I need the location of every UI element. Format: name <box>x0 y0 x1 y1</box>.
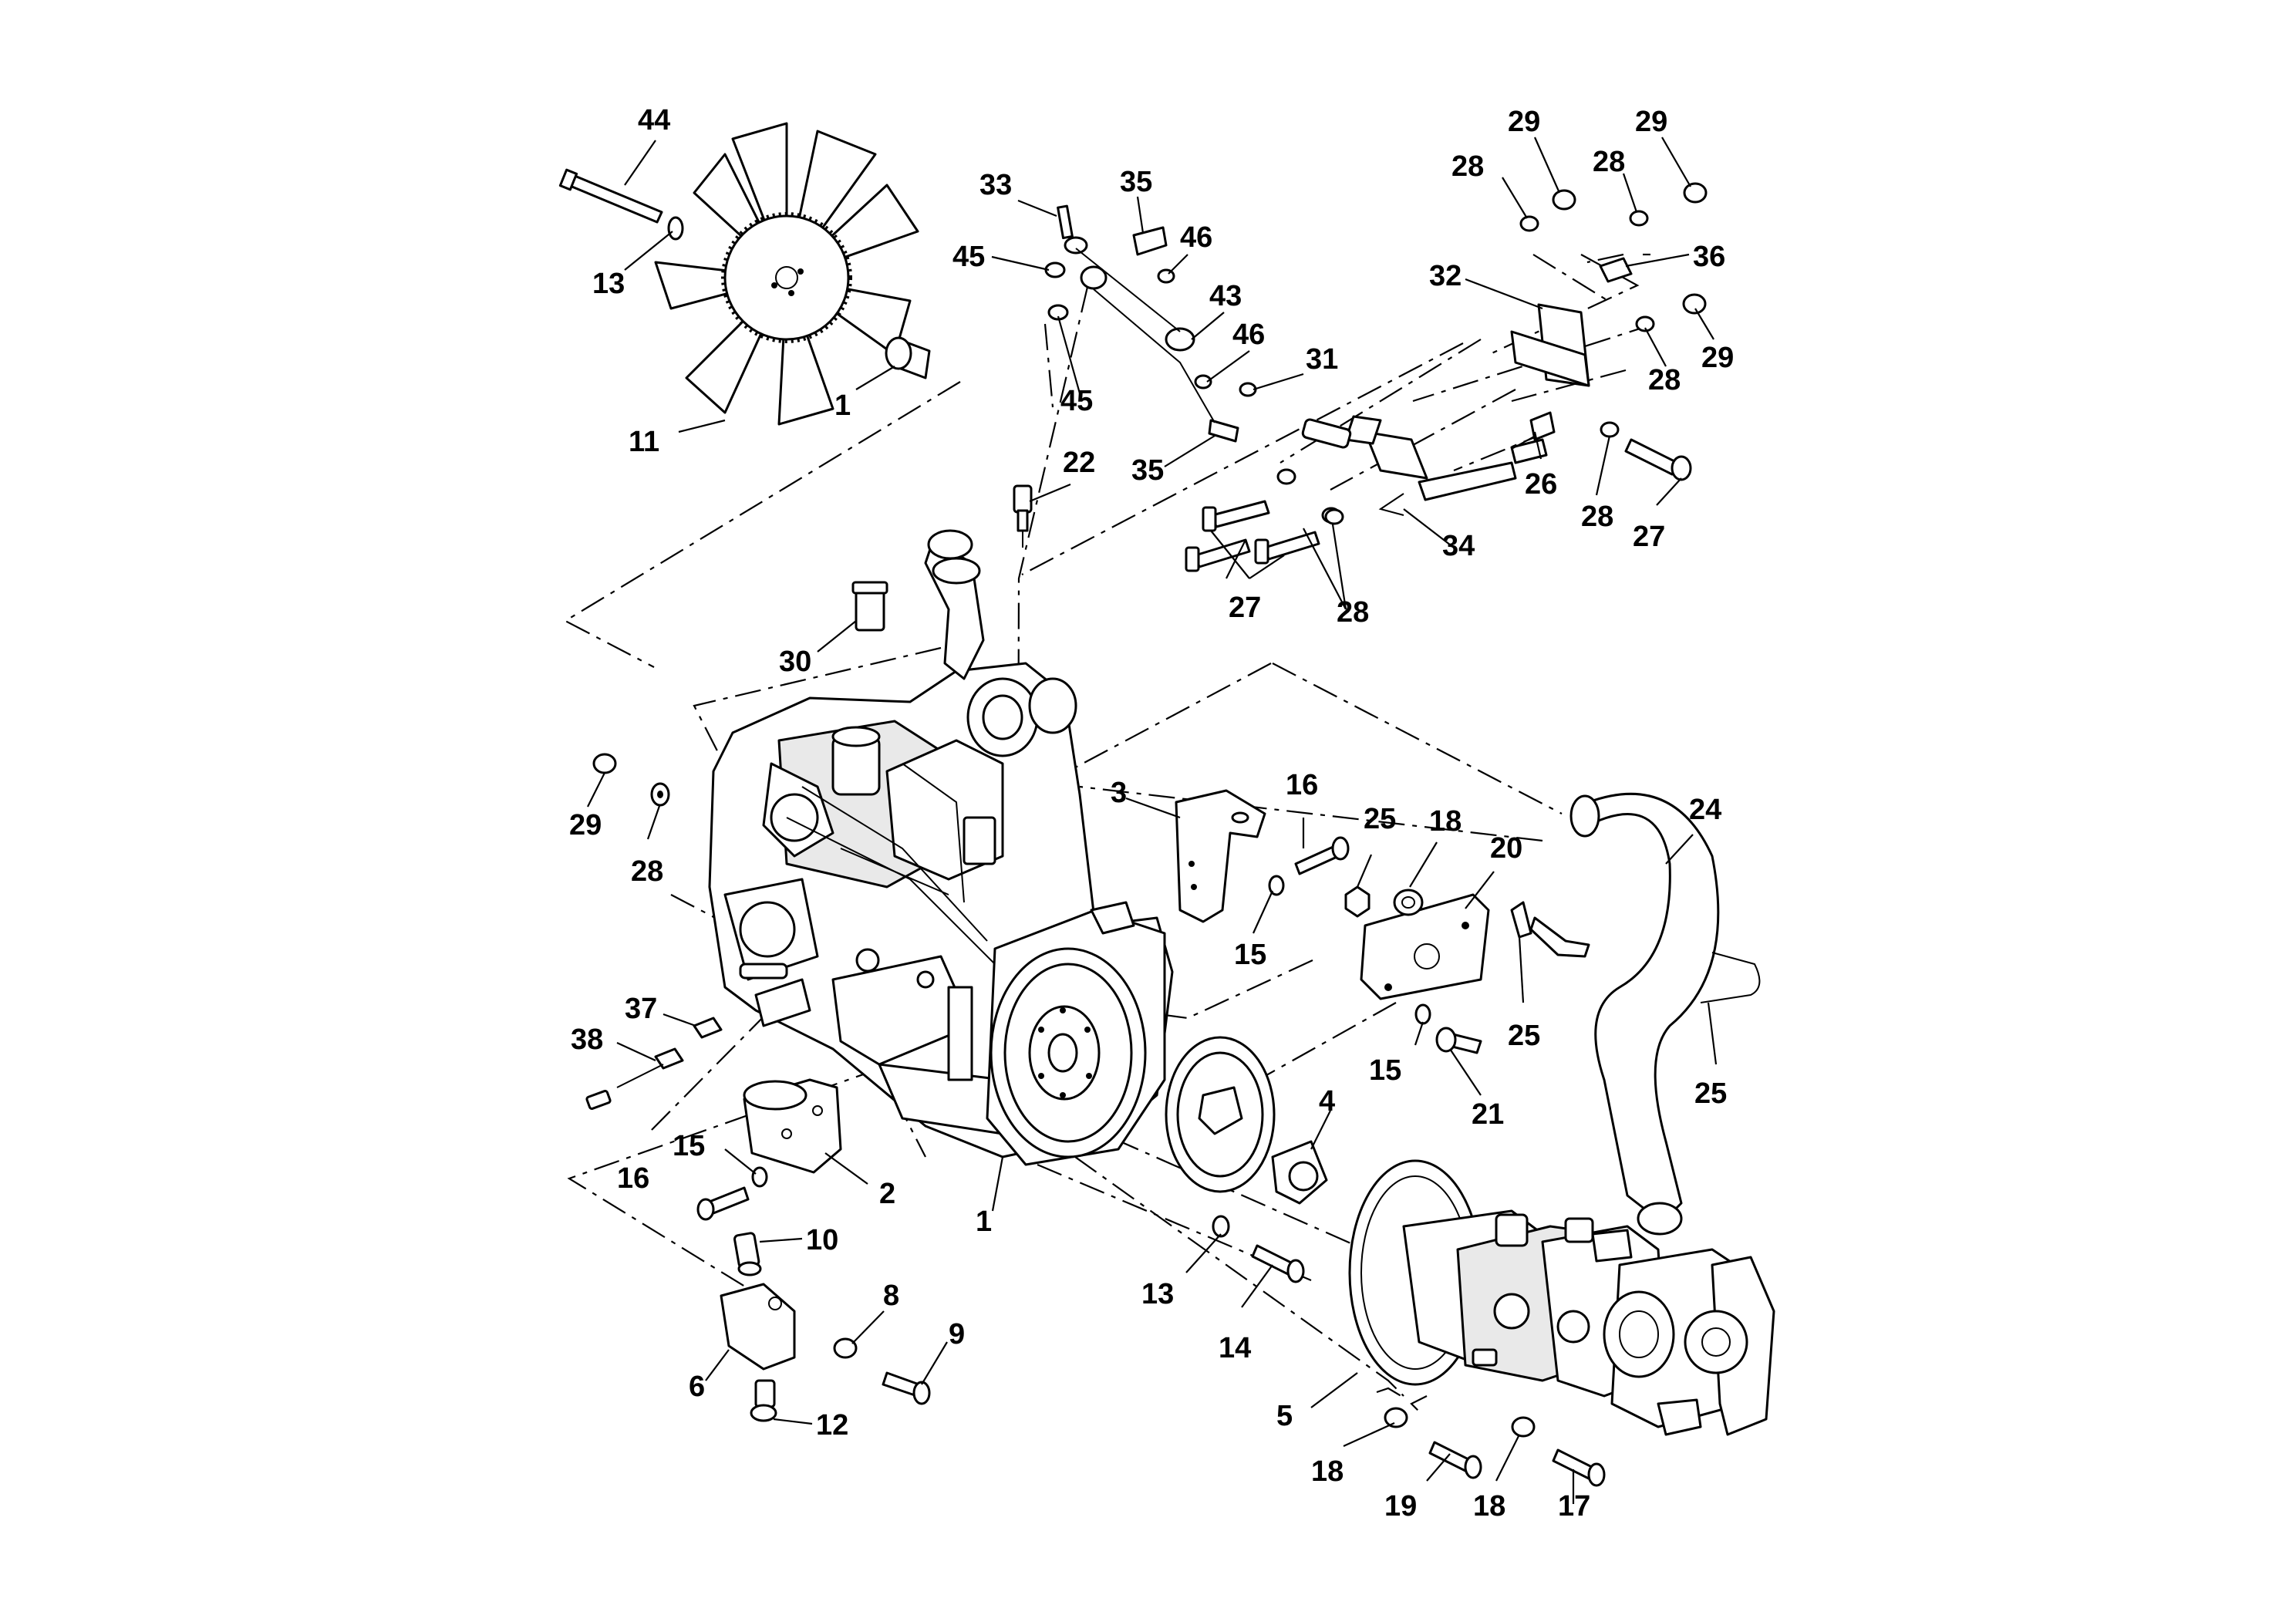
engine-mount-bracket-upper <box>1175 789 1266 923</box>
callout-5: 5 <box>1276 1400 1293 1432</box>
bolt-16-lower <box>696 1166 768 1221</box>
callout-13: 13 <box>592 268 625 300</box>
callout-27: 27 <box>1633 521 1665 553</box>
callout-34: 34 <box>1442 530 1475 562</box>
callout-9: 9 <box>949 1318 965 1351</box>
bolt-16-upper <box>1268 836 1350 896</box>
pressure-switch-block <box>720 1232 796 1422</box>
callout-25: 25 <box>1508 1020 1540 1052</box>
callout-12: 12 <box>816 1409 848 1442</box>
temperature-sensor <box>1013 484 1033 548</box>
callout-44: 44 <box>638 104 670 137</box>
coupling-assembly <box>1165 1036 1328 1205</box>
callout-35: 35 <box>1131 454 1164 487</box>
callout-38: 38 <box>571 1023 603 1056</box>
callout-20: 20 <box>1490 832 1522 865</box>
callout-26: 26 <box>1525 468 1557 501</box>
callout-3: 3 <box>1111 777 1127 809</box>
engine-mount-bracket-lower <box>743 1078 842 1174</box>
callout-8: 8 <box>883 1280 899 1312</box>
callout-28: 28 <box>1337 596 1369 629</box>
sensor-linkage-assembly <box>1044 204 1257 443</box>
filler-cap <box>851 581 888 632</box>
flywheel-housing <box>986 901 1166 1166</box>
callout-28: 28 <box>631 855 663 888</box>
callout-32: 32 <box>1429 260 1462 292</box>
callout-29: 29 <box>569 809 602 841</box>
callout-27: 27 <box>1229 592 1261 624</box>
fitting-8-9 <box>833 1337 931 1405</box>
callout-35: 35 <box>1120 166 1152 198</box>
callout-45: 45 <box>952 241 985 273</box>
callout-45: 45 <box>1060 385 1093 417</box>
callout-15: 15 <box>1369 1054 1401 1087</box>
callout-28: 28 <box>1451 150 1484 183</box>
callout-30: 30 <box>779 646 811 678</box>
callout-28: 28 <box>1581 501 1613 533</box>
hardware-fasteners <box>592 182 1708 807</box>
callout-46: 46 <box>1180 221 1212 254</box>
callout-6: 6 <box>689 1371 705 1403</box>
callout-46: 46 <box>1232 319 1265 351</box>
callout-25: 25 <box>1364 803 1396 835</box>
callout-28: 28 <box>1593 146 1625 178</box>
exhaust-bracket-assembly <box>1301 257 1633 516</box>
callout-11: 11 <box>629 426 659 458</box>
callout-2: 2 <box>879 1178 895 1210</box>
callout-25: 25 <box>1694 1077 1727 1110</box>
callout-13: 13 <box>1141 1278 1174 1310</box>
callout-16: 16 <box>1286 769 1318 801</box>
callout-31: 31 <box>1306 343 1338 376</box>
callout-18: 18 <box>1429 805 1462 838</box>
callout-labels: 44 13 1 11 33 35 46 45 43 46 31 45 35 29… <box>569 104 1734 1523</box>
callout-1: 1 <box>834 389 851 422</box>
pump-fasteners <box>1384 1407 1606 1487</box>
sensor-cable <box>585 1017 723 1110</box>
callout-24: 24 <box>1689 794 1721 826</box>
callout-29: 29 <box>1508 106 1540 138</box>
fan-assembly <box>558 122 931 426</box>
bolt-13-14 <box>1212 1215 1305 1283</box>
exhaust-support-bracket <box>1344 885 1490 1054</box>
callout-1: 1 <box>976 1206 992 1238</box>
callout-28: 28 <box>1648 364 1681 396</box>
callout-29: 29 <box>1701 342 1734 374</box>
callout-33: 33 <box>979 169 1012 201</box>
callout-18: 18 <box>1473 1490 1505 1523</box>
callout-19: 19 <box>1384 1490 1417 1523</box>
callout-16: 16 <box>617 1162 649 1195</box>
callout-22: 22 <box>1063 447 1095 479</box>
callout-15: 15 <box>1234 939 1266 971</box>
callout-36: 36 <box>1693 241 1725 273</box>
exhaust-tailpipe <box>1510 792 1761 1236</box>
callout-4: 4 <box>1319 1085 1335 1118</box>
hydraulic-pump <box>1348 1159 1775 1436</box>
callout-15: 15 <box>673 1130 705 1162</box>
callout-29: 29 <box>1635 106 1667 138</box>
callout-14: 14 <box>1219 1332 1251 1364</box>
callout-21: 21 <box>1472 1098 1504 1131</box>
callout-10: 10 <box>806 1224 838 1256</box>
callout-leader-lines <box>587 137 1718 1504</box>
callout-43: 43 <box>1209 280 1242 312</box>
callout-18: 18 <box>1311 1455 1344 1488</box>
callout-17: 17 <box>1558 1490 1590 1523</box>
callout-37: 37 <box>625 993 657 1025</box>
